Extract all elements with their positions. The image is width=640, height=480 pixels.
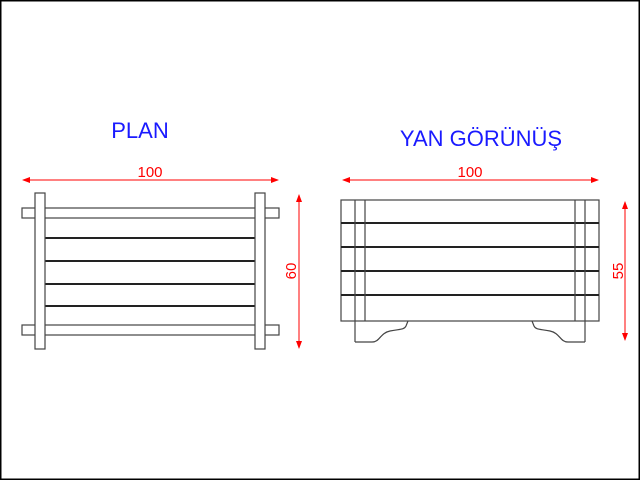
plan-right-post xyxy=(254,192,266,350)
plan-left-post xyxy=(34,192,46,350)
plan-width-label: 100 xyxy=(137,164,162,181)
plan-title: PLAN xyxy=(111,118,168,143)
side-width-label: 100 xyxy=(457,164,482,181)
side-right-foot xyxy=(531,320,585,343)
plan-view: PLAN 100 60 xyxy=(21,118,302,350)
side-title: YAN GÖRÜNÜŞ xyxy=(400,126,562,151)
side-height-label: 55 xyxy=(610,263,627,280)
side-view: YAN GÖRÜNÜŞ 100 55 xyxy=(340,126,628,343)
side-left-foot xyxy=(355,320,409,343)
side-body-outline xyxy=(340,199,600,322)
plan-bottom-rail xyxy=(21,324,280,336)
plan-depth-label: 60 xyxy=(283,263,300,280)
plan-top-rail xyxy=(21,207,280,219)
